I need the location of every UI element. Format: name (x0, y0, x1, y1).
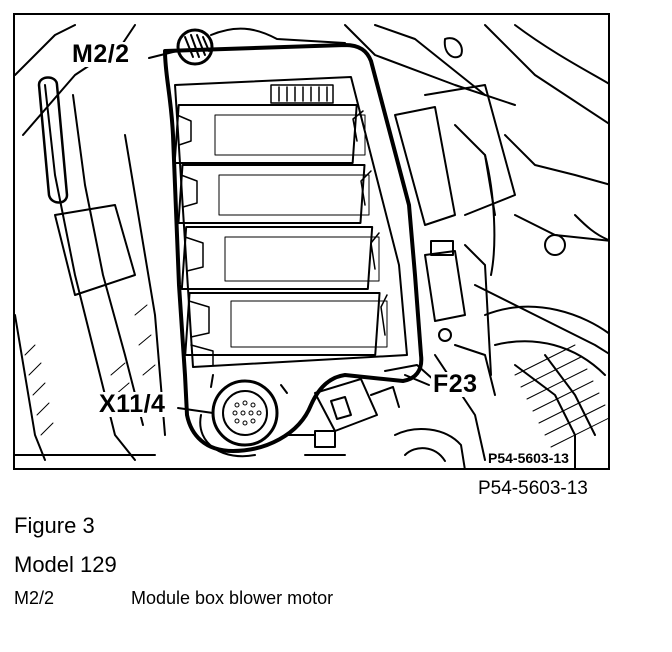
slot-clips (176, 110, 388, 366)
legend-code: M2/2 (14, 588, 55, 608)
fuse-holder-f23-symbol (314, 364, 436, 448)
connector-strip (270, 84, 334, 104)
module-box-outline (163, 43, 424, 453)
blower-motor-symbol (176, 28, 214, 66)
callout-f23: F23 (431, 370, 480, 398)
module-box-illustration (15, 24, 608, 468)
leader-lines (148, 50, 430, 414)
left-strut (15, 24, 166, 461)
figure-title: Figure 3 (14, 513, 95, 538)
figure-reference-code: P54-5603-13 (478, 478, 588, 499)
callout-m2-2: M2/2 (70, 40, 132, 68)
right-components (394, 84, 608, 468)
right-hatching (514, 344, 608, 448)
legend-description: Module box blower motor (131, 588, 334, 608)
inner-figure-reference: P54-5603-13 (486, 450, 571, 466)
module-slots (173, 104, 388, 356)
callout-x11-4: X11/4 (97, 390, 168, 418)
model-line: Model 129 (14, 552, 117, 577)
figure-frame: M2/2 X11/4 F23 P54-5603-13 (13, 13, 610, 470)
